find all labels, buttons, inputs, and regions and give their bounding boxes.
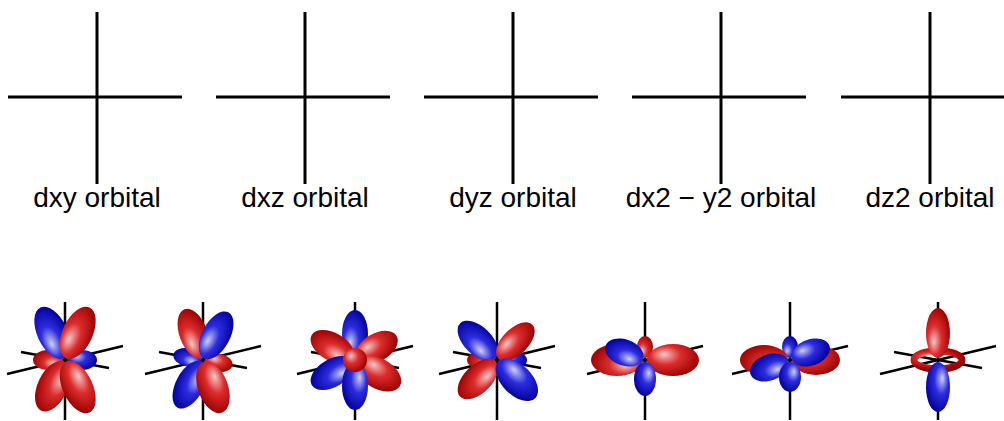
axis-line bbox=[216, 96, 390, 99]
orbital-renderings bbox=[7, 301, 996, 420]
axis-crosses bbox=[8, 12, 1004, 184]
axis-line bbox=[632, 96, 806, 99]
orbital-label: dxz orbital bbox=[241, 181, 369, 215]
orbital-lobe bbox=[52, 355, 103, 418]
axis-line bbox=[424, 96, 598, 99]
orbital-shape bbox=[297, 302, 413, 420]
axis-line bbox=[8, 96, 182, 99]
orbital-lobe bbox=[450, 313, 505, 368]
orbital-lobe bbox=[926, 362, 950, 412]
axis-line bbox=[841, 96, 1004, 99]
orbital-lobe bbox=[52, 301, 103, 364]
orbital-lobe bbox=[647, 344, 699, 376]
orbital-shape bbox=[145, 302, 261, 420]
orbital-shape bbox=[587, 302, 703, 420]
orbital-lobe bbox=[489, 315, 541, 367]
orbital-label: dyz orbital bbox=[449, 181, 577, 215]
orbital-shape bbox=[439, 302, 555, 420]
orbital-lobe bbox=[343, 348, 367, 372]
orbital-lobe bbox=[450, 352, 505, 407]
orbital-lobe bbox=[190, 357, 237, 418]
orbital-shape bbox=[732, 302, 848, 420]
orbital-label: dx2 − y2 orbital bbox=[626, 181, 817, 215]
orbital-lobe bbox=[634, 362, 656, 396]
orbital-lobe bbox=[779, 362, 801, 392]
orbital-shape bbox=[880, 302, 996, 420]
orbital-label: dxy orbital bbox=[33, 181, 161, 215]
orbital-lobe bbox=[488, 351, 546, 409]
orbital-label: dz2 orbital bbox=[865, 181, 994, 215]
orbital-lobe bbox=[926, 308, 950, 358]
orbital-shape bbox=[7, 301, 123, 420]
orbital-lobe bbox=[192, 306, 241, 365]
